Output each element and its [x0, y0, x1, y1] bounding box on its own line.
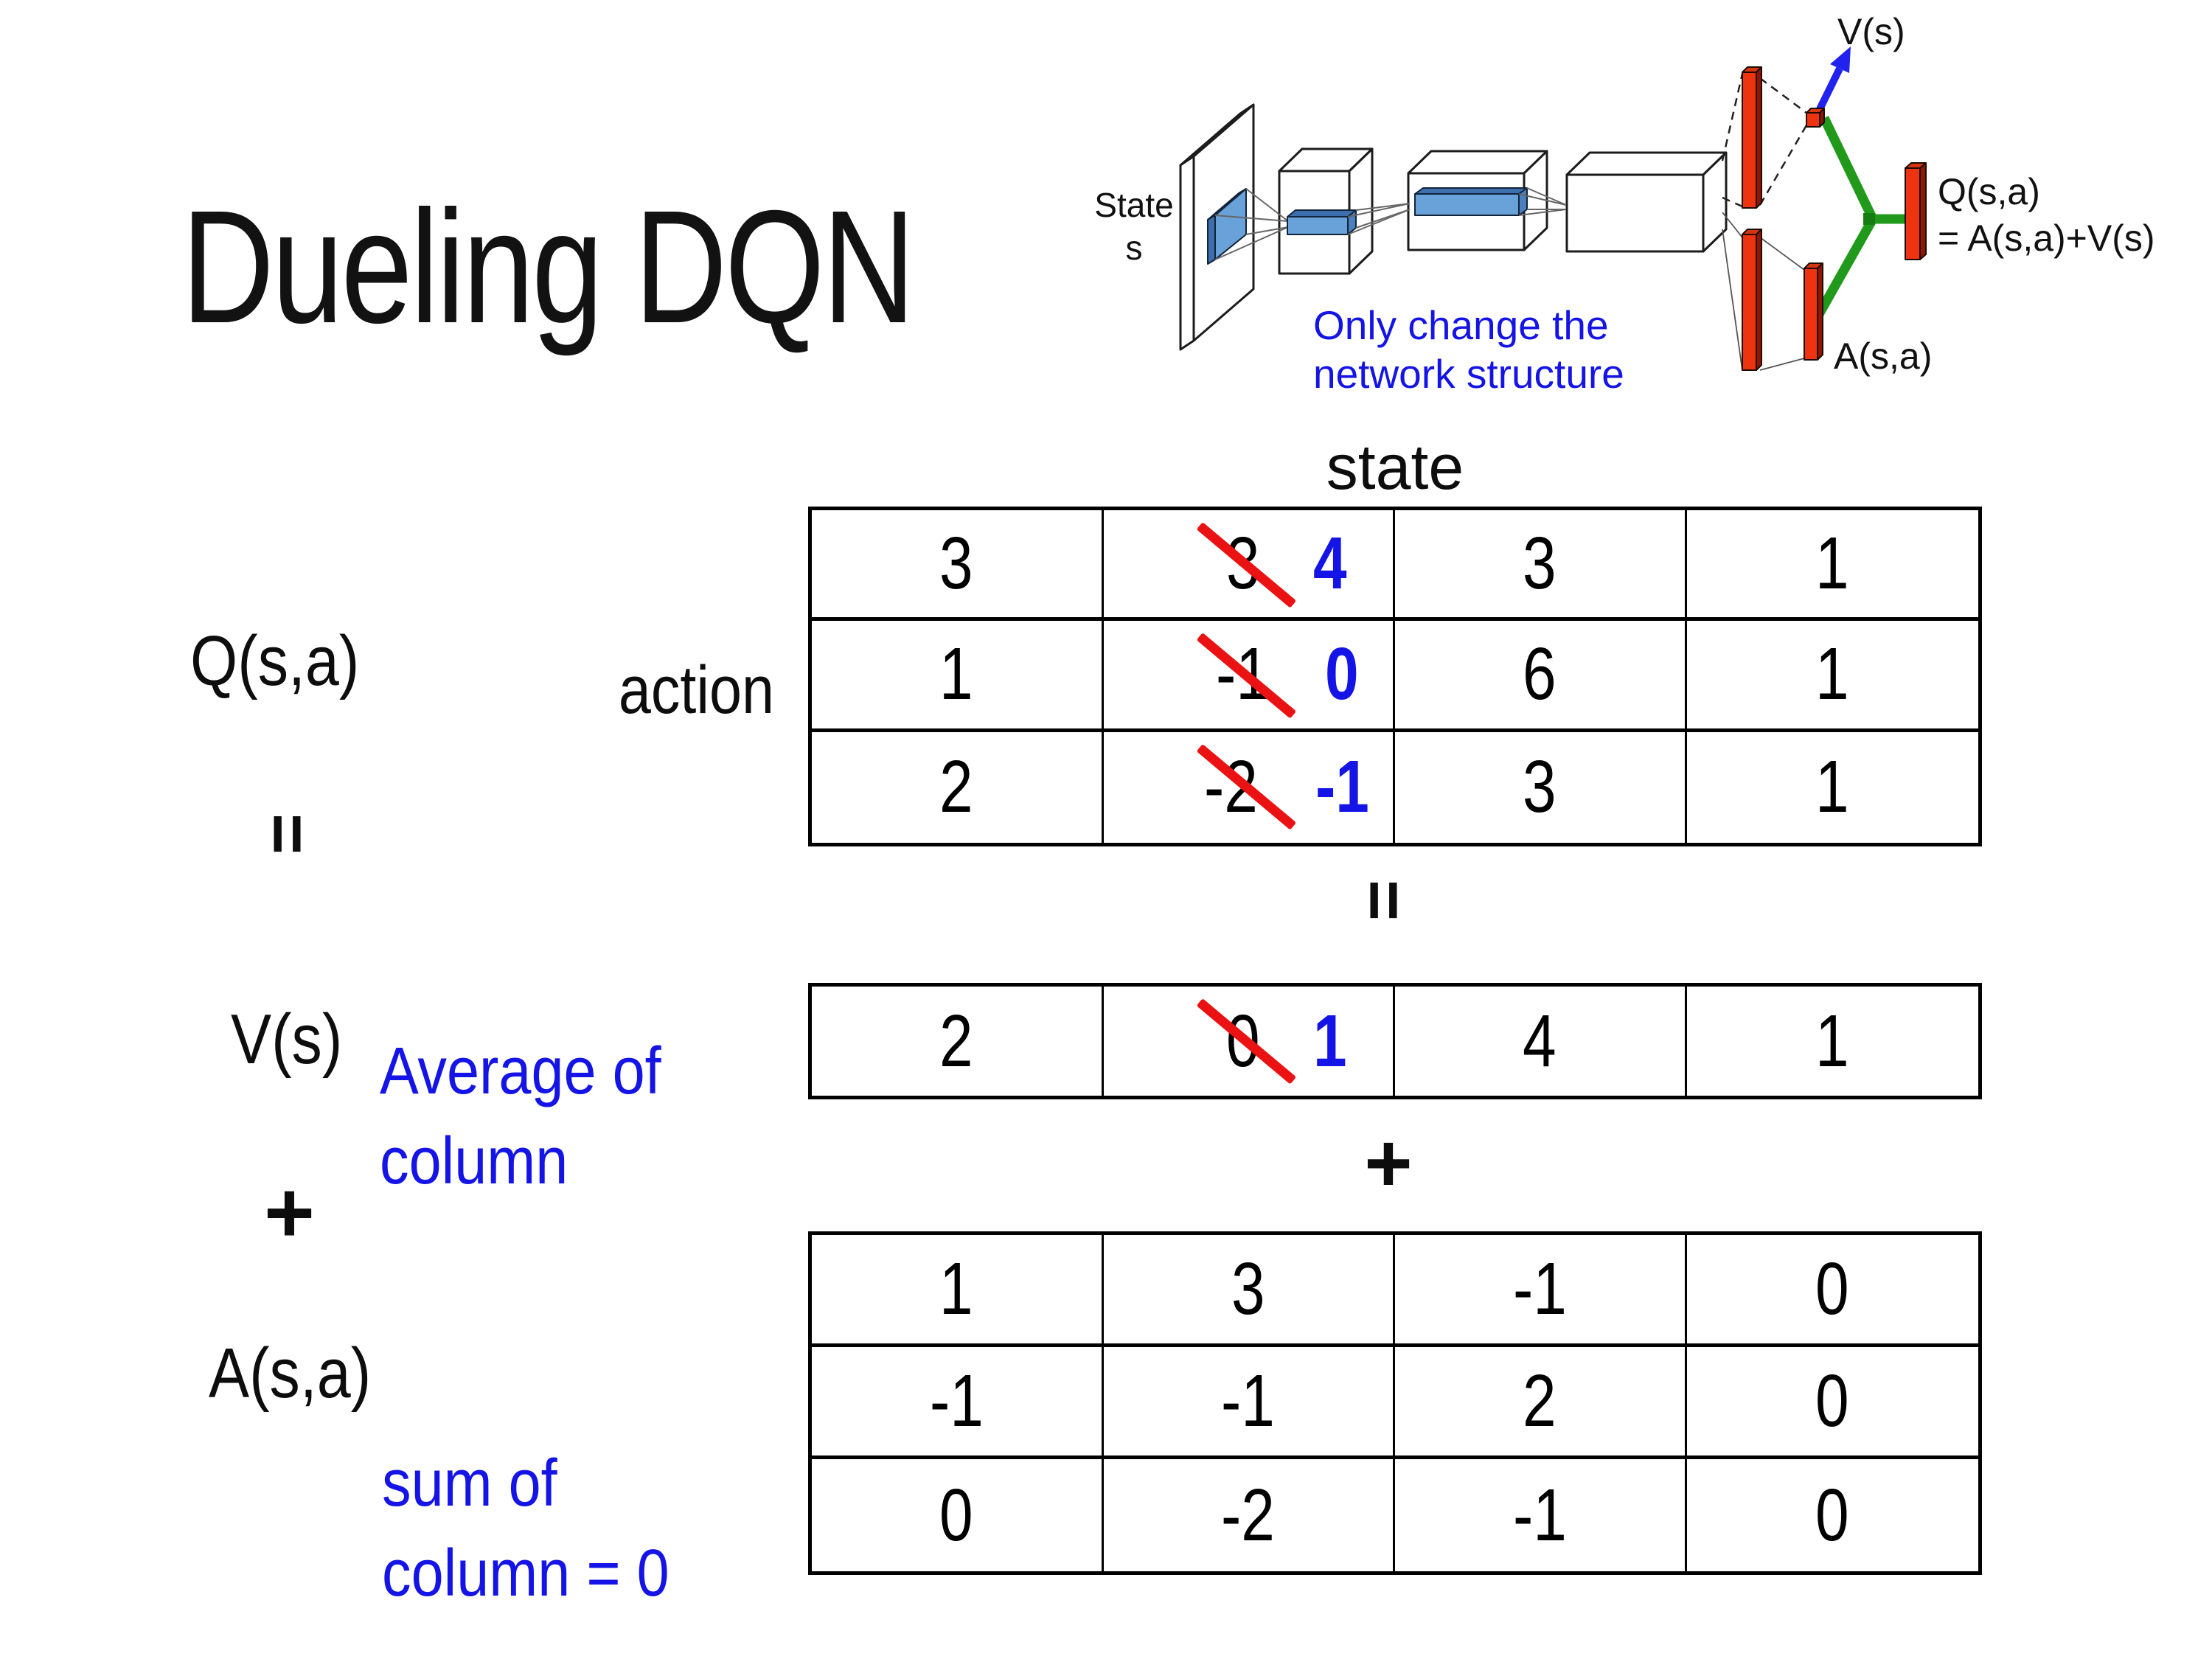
- v-table: 2 0 1 4 1: [808, 983, 1982, 1099]
- q-table: 3 3 4 3 1 1 -1 0 6 1 2 -2 -1 3 1: [808, 507, 1982, 846]
- q-output-bar: [1905, 162, 1927, 260]
- q-cell-r1c2: 3 4: [1103, 510, 1395, 622]
- action-axis-label: action: [618, 653, 774, 728]
- diagram-q-equation: = A(s,a)+V(s): [1938, 218, 2155, 259]
- page-title: Dueling DQN: [181, 178, 915, 357]
- q-cell-r2c3: 6: [1395, 621, 1687, 732]
- v-cell-c1: 2: [812, 987, 1104, 1096]
- value-arrow: [1816, 46, 1851, 111]
- solid-connections: [1722, 212, 1805, 371]
- q-cell-r1c4: 1: [1686, 510, 1978, 622]
- a-cell-r1c2: 3: [1103, 1235, 1395, 1347]
- q-cell-r2c4: 1: [1686, 621, 1978, 732]
- diagram-q-label: Q(s,a): [1938, 171, 2040, 212]
- conv-box-4: [1565, 151, 1728, 253]
- average-note-line2: column: [380, 1124, 568, 1198]
- network-architecture-diagram: State s V(s) Q(s,a) = A(s,a)+V(s) A(s,a)…: [1094, 11, 2155, 397]
- a-cell-r3c4: 0: [1815, 1473, 1850, 1557]
- value-node: [1806, 108, 1825, 128]
- a-cell-r3c2: -2: [1104, 1459, 1395, 1571]
- a-cell-r2c2: -1: [1103, 1347, 1395, 1459]
- v-matrix-label: V(s): [231, 1000, 343, 1079]
- q-cell-r3c2: -2 -1: [1104, 731, 1395, 843]
- v-cell-c3: 4: [1395, 987, 1687, 1096]
- aggregator-junction: [1863, 213, 1875, 225]
- q-cell-r3c4: 1: [1815, 745, 1850, 829]
- fc-bar-top: [1742, 66, 1762, 209]
- a-cell-r1c4: 0: [1686, 1235, 1978, 1347]
- diagram-note-line1: Only change the: [1313, 302, 1609, 348]
- equals-middle: =: [1345, 879, 1424, 922]
- fc-bar-bottom: [1742, 229, 1762, 371]
- plus-middle: +: [1364, 1116, 1413, 1209]
- diagram-a-label: A(s,a): [1834, 335, 1932, 377]
- plus-left: +: [264, 1164, 315, 1262]
- a-cell-r1c3: -1: [1395, 1235, 1687, 1347]
- sum-note-line2: column = 0: [382, 1536, 669, 1610]
- diagram-v-label: V(s): [1837, 11, 1905, 52]
- new-value: -1: [1315, 745, 1369, 829]
- a-cell-r3c3: -1: [1395, 1459, 1687, 1571]
- dashed-connections: [1721, 73, 1808, 208]
- sum-note: sum of column = 0: [382, 1439, 669, 1618]
- new-value: 1: [1312, 999, 1347, 1082]
- advantage-bar: [1804, 262, 1823, 361]
- a-cell-r2c4: 0: [1686, 1347, 1978, 1459]
- cone-lines-3: [1518, 187, 1567, 216]
- average-note: Average of column: [380, 1027, 661, 1206]
- a-cell-r2c3: 2: [1395, 1347, 1687, 1459]
- a-matrix-label: A(s,a): [209, 1334, 372, 1413]
- average-note-line1: Average of: [380, 1034, 661, 1108]
- diagram-note-line2: network structure: [1313, 351, 1624, 397]
- sum-note-line1: sum of: [382, 1447, 557, 1520]
- v-cell-c4: 1: [1815, 999, 1850, 1082]
- state-axis-label: state: [1326, 432, 1464, 503]
- cone-lines-1: [1214, 188, 1289, 260]
- new-value: 0: [1325, 633, 1360, 716]
- cone-lines-2: [1347, 203, 1411, 235]
- q-matrix-label: Q(s,a): [190, 622, 360, 700]
- q-cell-r1c3: 3: [1395, 510, 1687, 622]
- a-table: 1 3 -1 0 -1 -1 2 0 0 -2 -1 0: [808, 1231, 1982, 1575]
- v-cell-c2: 0 1: [1104, 987, 1395, 1096]
- feature-map-2: [1287, 209, 1357, 235]
- a-cell-r1c1: 1: [812, 1235, 1104, 1347]
- equals-left: =: [248, 813, 327, 855]
- q-cell-r3c3: 3: [1395, 731, 1687, 843]
- q-cell-r1c1: 3: [812, 510, 1104, 622]
- new-value: 4: [1312, 522, 1347, 605]
- q-cell-r2c1: 1: [812, 621, 1104, 732]
- q-cell-r2c2: -1 0: [1103, 621, 1395, 732]
- feature-map-3: [1414, 187, 1528, 216]
- a-cell-r2c1: -1: [812, 1347, 1104, 1459]
- diagram-state-label: State: [1094, 186, 1173, 224]
- diagram-state-s: s: [1126, 229, 1143, 267]
- q-cell-r3c1: 2: [812, 731, 1104, 843]
- a-cell-r3c1: 0: [812, 1459, 1104, 1571]
- aggregator-green-y: [1814, 116, 1905, 319]
